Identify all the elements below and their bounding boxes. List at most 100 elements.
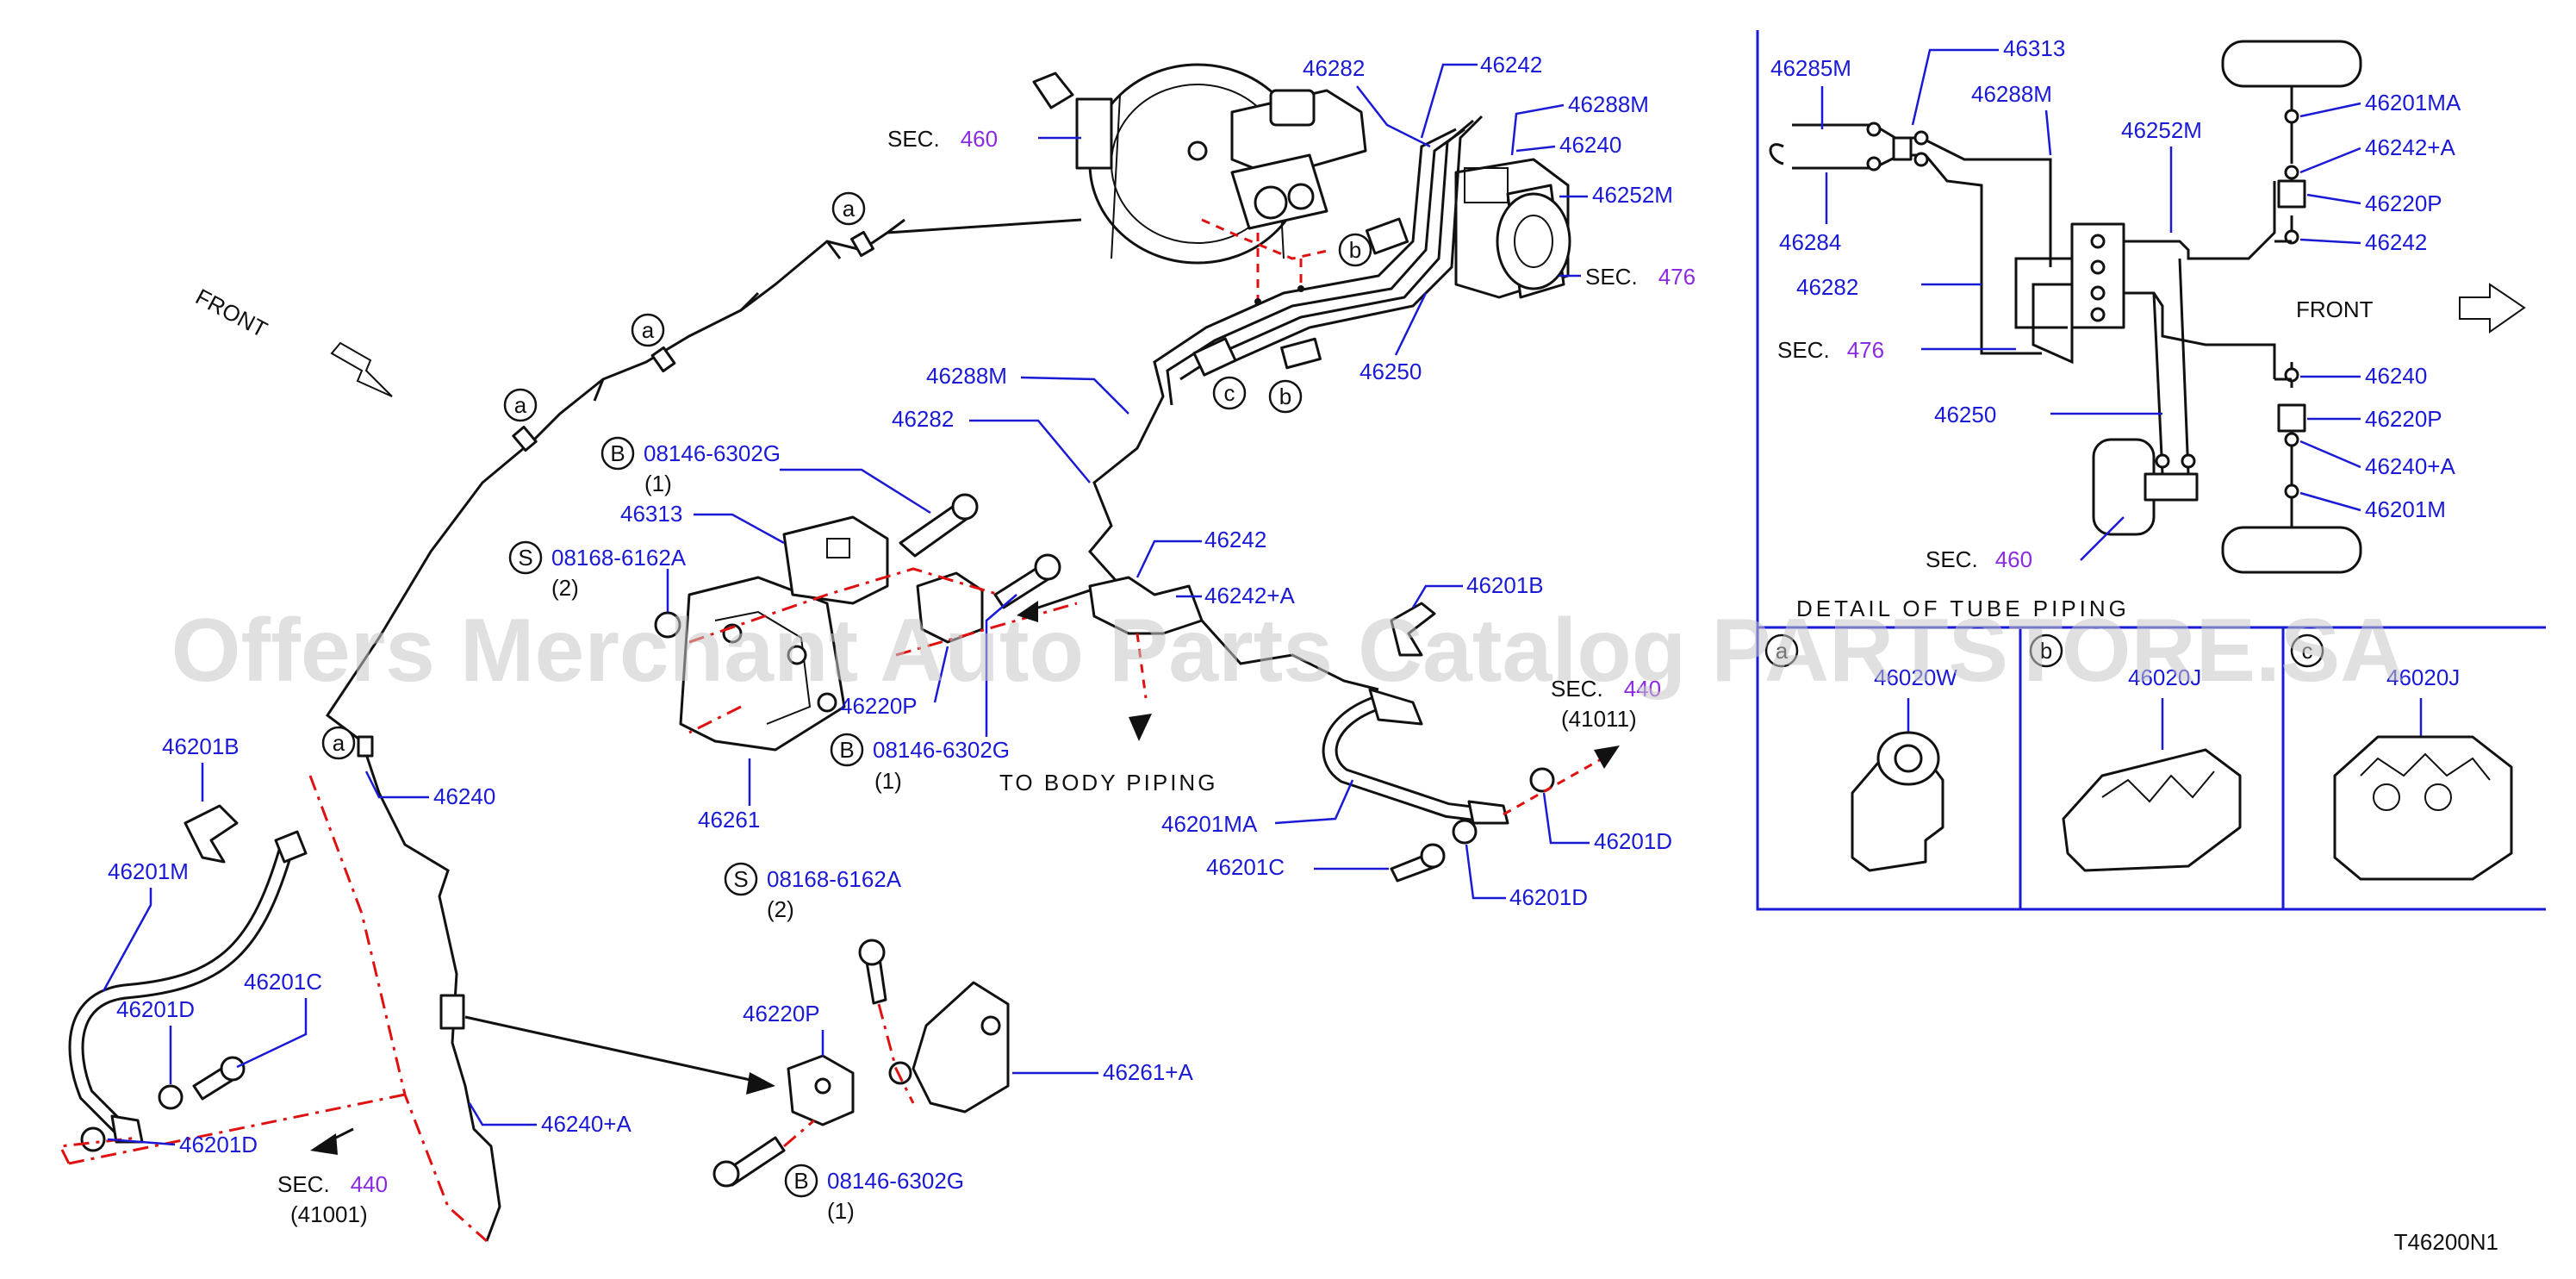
detail-sec-476: SEC.476 xyxy=(1777,337,1884,363)
marker-c1: c xyxy=(1212,376,1247,410)
label-46252M-top: 46252M xyxy=(1592,182,1673,208)
screw-s1 xyxy=(654,611,681,639)
tube-clamp xyxy=(439,994,465,1030)
sec-476-label: SEC.476 xyxy=(1585,264,1696,290)
svg-text:a: a xyxy=(333,730,345,756)
svg-text:46020J: 46020J xyxy=(2128,664,2201,690)
marker-b1: b xyxy=(1338,233,1372,267)
label-46201D-r2: 46201D xyxy=(1509,884,1588,910)
detail-46220P-top: 46220P xyxy=(2365,190,2442,216)
label-46240-top: 46240 xyxy=(1559,132,1621,158)
svg-text:(2): (2) xyxy=(551,575,579,601)
washer-46201D-l2 xyxy=(80,1126,106,1152)
clip-a3 xyxy=(512,425,538,452)
block-46313 xyxy=(782,515,889,605)
marker-a3: a xyxy=(503,388,538,422)
sec-440a-sub: (41001) xyxy=(290,1201,368,1227)
label-46201B-right: 46201B xyxy=(1466,572,1544,598)
svg-text:S: S xyxy=(733,866,748,892)
wheel-rear xyxy=(2221,526,2362,574)
svg-text:a: a xyxy=(1776,638,1789,664)
svg-text:a: a xyxy=(514,392,527,418)
svg-text:a: a xyxy=(843,196,856,221)
label-46201M: 46201M xyxy=(108,858,189,884)
svg-text:S: S xyxy=(518,545,532,571)
hose-46201MA xyxy=(1200,619,1509,825)
svg-text:b: b xyxy=(1349,237,1361,263)
label-46250: 46250 xyxy=(1360,359,1422,384)
detail-front-arrow xyxy=(2459,283,2526,334)
svg-text:B: B xyxy=(610,440,625,466)
label-46242A: 46242+A xyxy=(1204,583,1295,608)
svg-text:c: c xyxy=(1224,380,1235,406)
svg-text:b: b xyxy=(2040,638,2052,664)
svg-text:(2): (2) xyxy=(767,896,794,922)
callout-s2: S 08168-6162A (2) xyxy=(724,862,902,922)
callout-s1: S 08168-6162A (2) xyxy=(508,540,687,612)
watermark: Offers Merchant Auto Parts Catalog PARTS… xyxy=(171,601,2405,701)
sec-460-label: SEC.460 xyxy=(887,126,998,152)
svg-text:08168-6162A: 08168-6162A xyxy=(551,545,687,571)
svg-text:b: b xyxy=(1279,384,1291,409)
detail-46201M: 46201M xyxy=(2365,496,2446,522)
detail-46240A: 46240+A xyxy=(2365,453,2455,479)
sec-440b-sub: (41011) xyxy=(1561,706,1637,732)
svg-text:46020J: 46020J xyxy=(2386,664,2460,690)
label-46201D-l2: 46201D xyxy=(179,1132,258,1157)
bracket-46261A xyxy=(888,981,1010,1114)
label-46313: 46313 xyxy=(620,501,682,527)
sec-440b-label: SEC.440 xyxy=(1551,676,1661,702)
label-46282-top: 46282 xyxy=(1303,55,1365,81)
detail-title: DETAIL OF TUBE PIPING xyxy=(1796,596,2130,621)
callout-b1: B 08146-6302G (1) xyxy=(600,436,931,515)
label-46288M-top: 46288M xyxy=(1568,91,1649,117)
detail-46201MA: 46201MA xyxy=(2365,90,2461,115)
clip-panel-b: b 46020J xyxy=(2029,633,2242,872)
detail-46282: 46282 xyxy=(1796,274,1858,300)
label-46201C-right: 46201C xyxy=(1206,854,1285,880)
label-46240A: 46240+A xyxy=(541,1111,632,1137)
main-diagram: a a a a FRONT xyxy=(58,52,1696,1243)
detail-46240: 46240 xyxy=(2365,363,2427,389)
svg-text:(1): (1) xyxy=(644,471,672,496)
svg-text:08146-6302G: 08146-6302G xyxy=(644,440,781,466)
pipe-bundle xyxy=(1088,115,1484,596)
callout-b3: B 08146-6302G (1) xyxy=(784,1164,964,1224)
detail-46242A: 46242+A xyxy=(2365,134,2455,160)
label-46242-mid: 46242 xyxy=(1204,527,1266,552)
callout-b2: B 08146-6302G (1) xyxy=(830,594,1017,794)
svg-text:a: a xyxy=(642,317,655,343)
svg-text:c: c xyxy=(2302,638,2313,664)
clip-a1 xyxy=(850,230,874,258)
marker-a4: a xyxy=(321,726,356,760)
detail-46284: 46284 xyxy=(1779,229,1841,255)
tube-piping-detail: FRONT 46285M 46313 46288M 46252M 46284 4… xyxy=(1756,30,2546,911)
hose-46201M xyxy=(68,830,308,1144)
detail-46220P-bot: 46220P xyxy=(2365,406,2442,432)
detail-46313: 46313 xyxy=(2003,35,2065,61)
label-46201D-r1: 46201D xyxy=(1594,828,1672,854)
sec-440a-label: SEC.440 xyxy=(277,1171,388,1197)
clip-panel-c: c 46020J xyxy=(2290,633,2513,881)
clip-panel-a: a 46020W xyxy=(1764,633,1957,872)
detail-front-label: FRONT xyxy=(2296,296,2374,322)
label-46261A: 46261+A xyxy=(1103,1059,1193,1085)
label-46242-top: 46242 xyxy=(1480,52,1542,78)
clip-a4 xyxy=(357,735,374,758)
svg-text:46020W: 46020W xyxy=(1874,664,1957,690)
bracket-46261 xyxy=(679,576,846,752)
diagram-code: T46200N1 xyxy=(2394,1229,2498,1255)
label-46288M-mid: 46288M xyxy=(926,363,1007,389)
svg-text:08146-6302G: 08146-6302G xyxy=(827,1168,964,1194)
abs-actuator xyxy=(1454,158,1571,299)
marker-a2: a xyxy=(631,313,665,347)
svg-text:08146-6302G: 08146-6302G xyxy=(873,737,1010,763)
washer-46201D-r1 xyxy=(1529,767,1555,793)
clip-46201B-right xyxy=(1390,602,1436,657)
washer-46201D-r2 xyxy=(1452,819,1478,845)
front-arrow xyxy=(330,341,393,397)
clip-46201B-left xyxy=(184,804,239,864)
svg-text:(1): (1) xyxy=(874,768,902,794)
clip-a2 xyxy=(650,346,676,373)
